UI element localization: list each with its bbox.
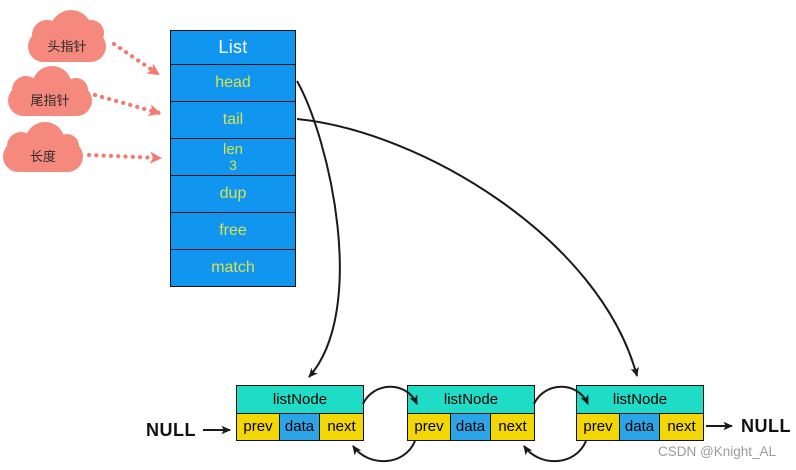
list-field-tail: tail [171, 101, 295, 138]
tail-to-node3-arrow [296, 118, 639, 377]
length-dotted-arrow [86, 151, 163, 164]
list-node-3: listNode prev data next [576, 385, 704, 441]
cloud-body [3, 141, 83, 172]
node3-prev-arrow [523, 440, 587, 463]
list-field-len: len 3 [171, 138, 295, 175]
watermark: CSDN @Knight_AL [658, 444, 777, 459]
cloud-icon: 长度 [3, 120, 83, 172]
head-pointer-label: 头指针 [47, 39, 87, 54]
list-node-1: listNode prev data next [236, 385, 364, 441]
list-field-match: match [171, 249, 295, 286]
cloud-body [8, 85, 92, 116]
list-node-2-prev: prev [408, 413, 451, 440]
list-field-dup: dup [171, 175, 295, 212]
len-field-value: 3 [229, 156, 237, 173]
list-node-2-cells: prev data next [408, 413, 534, 440]
null-label-left: NULL [146, 420, 196, 440]
null-label-right: NULL [741, 416, 791, 436]
list-node-3-cells: prev data next [577, 413, 703, 440]
cloud-body [28, 31, 106, 62]
list-node-3-data: data [620, 413, 660, 440]
list-node-3-next: next [660, 413, 703, 440]
list-node-2-data: data [451, 413, 491, 440]
len-field-label: len [222, 140, 244, 158]
list-struct-box: List head tail len 3 dup free match [170, 30, 296, 287]
cloud-icon: 尾指针 [8, 64, 92, 116]
head-pointer-dotted-arrow [111, 41, 161, 77]
tail-pointer-label: 尾指针 [30, 93, 70, 108]
list-field-free: free [171, 212, 295, 249]
node2-prev-arrow [352, 440, 416, 463]
tail-pointer-dotted-arrow [92, 92, 162, 117]
list-node-3-prev: prev [577, 413, 620, 440]
list-node-1-prev: prev [237, 413, 280, 440]
length-label: 长度 [29, 149, 56, 164]
list-node-1-cells: prev data next [237, 413, 363, 440]
list-node-2-title: listNode [408, 386, 534, 414]
list-node-1-data: data [280, 413, 320, 440]
list-field-head: head [171, 64, 295, 101]
list-node-2-next: next [491, 413, 534, 440]
head-to-node1-arrow [296, 80, 341, 378]
list-struct-title: List [218, 37, 248, 57]
list-node-1-title: listNode [237, 386, 363, 414]
cloud-icon: 头指针 [28, 10, 106, 62]
list-node-2: listNode prev data next [407, 385, 535, 441]
list-node-1-next: next [320, 413, 363, 440]
list-node-3-title: listNode [577, 386, 703, 414]
